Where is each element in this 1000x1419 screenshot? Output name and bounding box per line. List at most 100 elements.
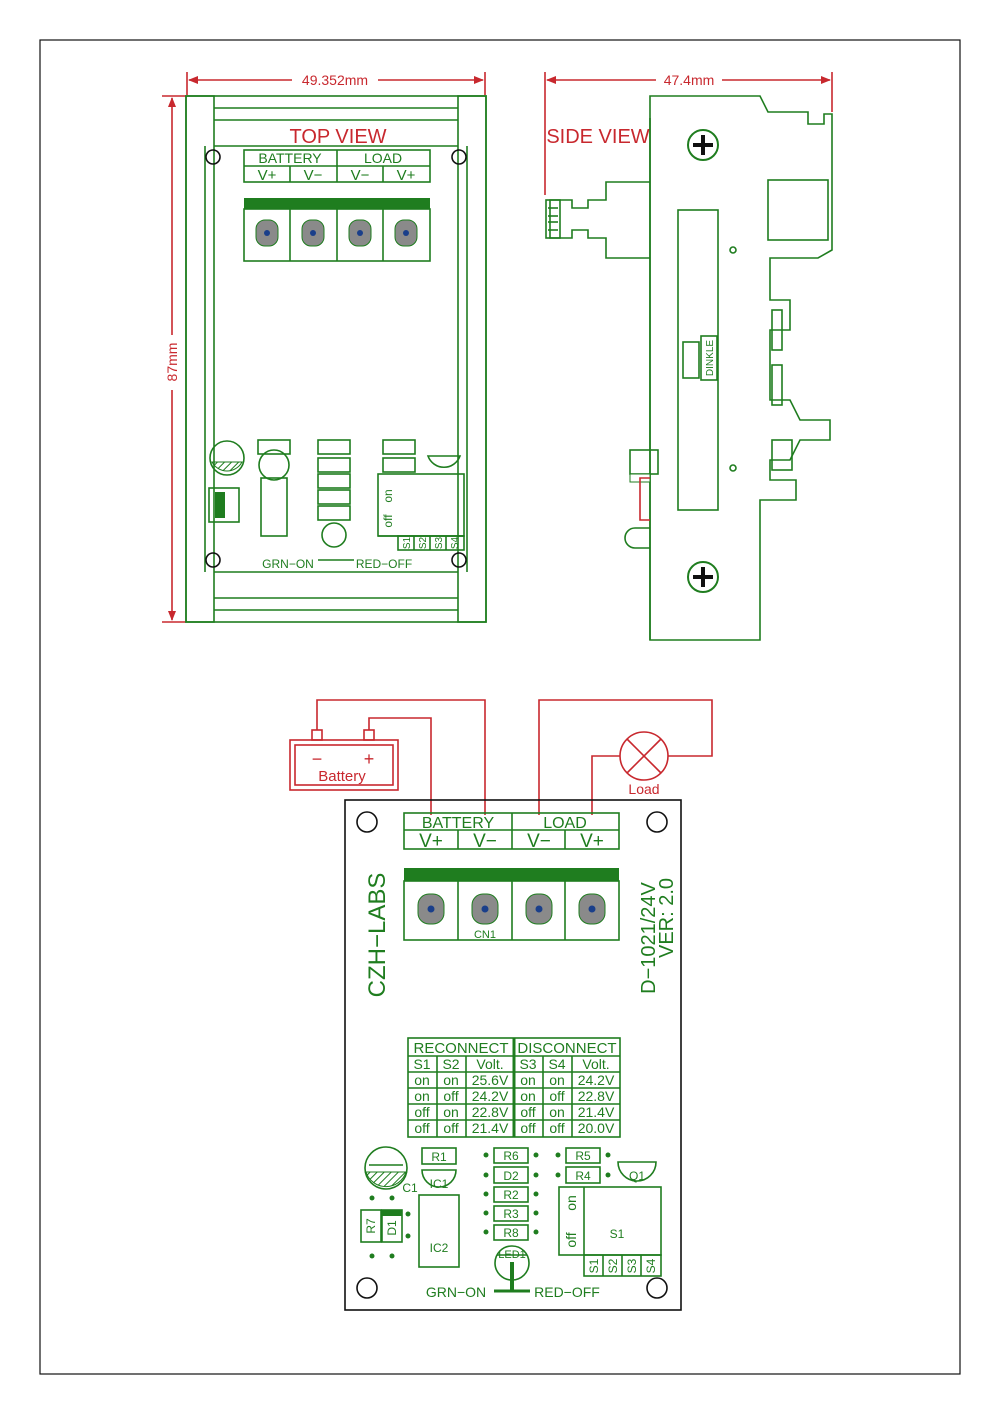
pcb-terminal-block: CN1 [403,868,620,941]
load-lamp-symbol: Load [619,731,669,797]
top-load-label: LOAD [364,150,402,166]
battery-plus: + [364,749,375,769]
width-dimension: 49.352mm [186,72,486,95]
pcb-pin-4: V+ [580,831,604,852]
side-width-dimension: 47.4mm [544,72,833,195]
top-switch-on-label: on [381,489,395,502]
table-cell: off [414,1120,429,1136]
table-col-header: S3 [519,1056,536,1072]
table-cell: off [520,1104,535,1120]
table-cell: 22.8V [578,1088,615,1104]
top-s3: S3 [434,536,445,549]
top-pin-1: V+ [258,167,277,184]
top-view: 49.352mm 87mm TOP VIEW BA [162,72,487,623]
battery-label: Battery [318,768,366,785]
pcb-layout: BATTERY LOAD V+ V− V− V+ CN1 CZH−LABS D−… [344,799,682,1311]
table-cell: off [414,1104,429,1120]
sheet-border [39,39,961,1375]
brand-label: CZH−LABS [364,873,391,998]
top-terminal-block [243,198,431,262]
table-col-header: Volt. [476,1056,503,1072]
height-dimension: 87mm [162,95,186,623]
pcb-s2: S2 [606,1258,620,1273]
top-led-off-label: RED−OFF [356,557,412,571]
table-disconnect-header: DISCONNECT [517,1040,616,1057]
side-width-dimension-label: 47.4mm [664,72,715,88]
r2-label: R2 [503,1188,519,1202]
table-cell: on [443,1104,459,1120]
battery-symbol: − + Battery [289,729,399,791]
pcb-outline [344,799,682,1311]
r7-label: R7 [364,1218,378,1234]
table-cell: off [549,1120,564,1136]
top-pin-4: V+ [397,167,416,184]
table-col-header: S1 [413,1056,430,1072]
table-cell: 24.2V [472,1088,509,1104]
table-cell: off [549,1088,564,1104]
height-dimension-label: 87mm [164,343,180,382]
version-label: VER: 2.0 [656,878,678,958]
pcb-load-label: LOAD [543,815,587,832]
table-cell: on [520,1072,536,1088]
r6-label: R6 [503,1149,519,1163]
table-cell: 21.4V [472,1120,509,1136]
width-dimension-label: 49.352mm [302,72,368,88]
table-cell: 21.4V [578,1104,615,1120]
pcb-s4: S4 [644,1258,658,1273]
pcb-led-on-label: GRN−ON [426,1284,486,1300]
table-cell: on [549,1072,565,1088]
r4-label: R4 [575,1169,591,1183]
wiring-diagram: − + Battery Load [289,699,713,815]
table-col-header: S2 [442,1056,459,1072]
pcb-switch-on-label: on [563,1195,579,1211]
pcb-components: C1 R7 D1 R1 IC1 IC2 R6 D2 R2 R3 [360,1146,662,1300]
pcb-pin-3: V− [527,831,551,852]
table-cell: off [443,1088,458,1104]
table-cell: 20.0V [578,1120,615,1136]
top-s4: S4 [450,536,461,549]
led1-label: LED1 [498,1249,526,1261]
top-s1: S1 [402,536,413,549]
table-col-header: Volt. [582,1056,609,1072]
table-cell: 24.2V [578,1072,615,1088]
table-reconnect-header: RECONNECT [413,1040,508,1057]
ic2-label: IC2 [430,1241,449,1255]
top-battery-label: BATTERY [258,150,322,166]
table-col-header: S4 [548,1056,565,1072]
r8-label: R8 [503,1226,519,1240]
pcb-battery-label: BATTERY [422,815,495,832]
d1-label: D1 [385,1220,399,1236]
ic1-label: IC1 [430,1177,449,1191]
connector-label: CN1 [474,929,496,941]
table-cell: off [520,1120,535,1136]
top-led-on-label: GRN−ON [262,557,314,571]
table-cell: 22.8V [472,1104,509,1120]
din-brand-label: DINKLE [705,340,716,376]
load-label: Load [628,781,659,797]
table-cell: off [443,1120,458,1136]
r1-label: R1 [431,1150,447,1164]
pcb-s3: S3 [625,1258,639,1273]
pcb-pin-2: V− [473,831,497,852]
top-components: on off S1 S2 S3 S4 GRN−ON RED−OFF [208,439,465,571]
q1-label: Q1 [629,1169,645,1183]
top-switch-off-label: off [381,514,395,528]
pcb-pin-1: V+ [419,831,443,852]
table-cell: on [549,1104,565,1120]
r3-label: R3 [503,1207,519,1221]
table-cell: 25.6V [472,1072,509,1088]
pcb-led-off-label: RED−OFF [534,1284,600,1300]
pcb-s1: S1 [587,1258,601,1273]
table-cell: on [520,1088,536,1104]
switch-designator: S1 [610,1227,625,1241]
side-view: 47.4mm SIDE VIEW DINKLE [544,72,833,641]
table-cell: on [443,1072,459,1088]
r5-label: R5 [575,1149,591,1163]
pcb-switch-off-label: off [563,1232,579,1247]
battery-minus: − [312,749,323,769]
top-pin-3: V− [351,167,370,184]
side-view-label: SIDE VIEW [546,126,649,148]
d2-label: D2 [503,1169,519,1183]
